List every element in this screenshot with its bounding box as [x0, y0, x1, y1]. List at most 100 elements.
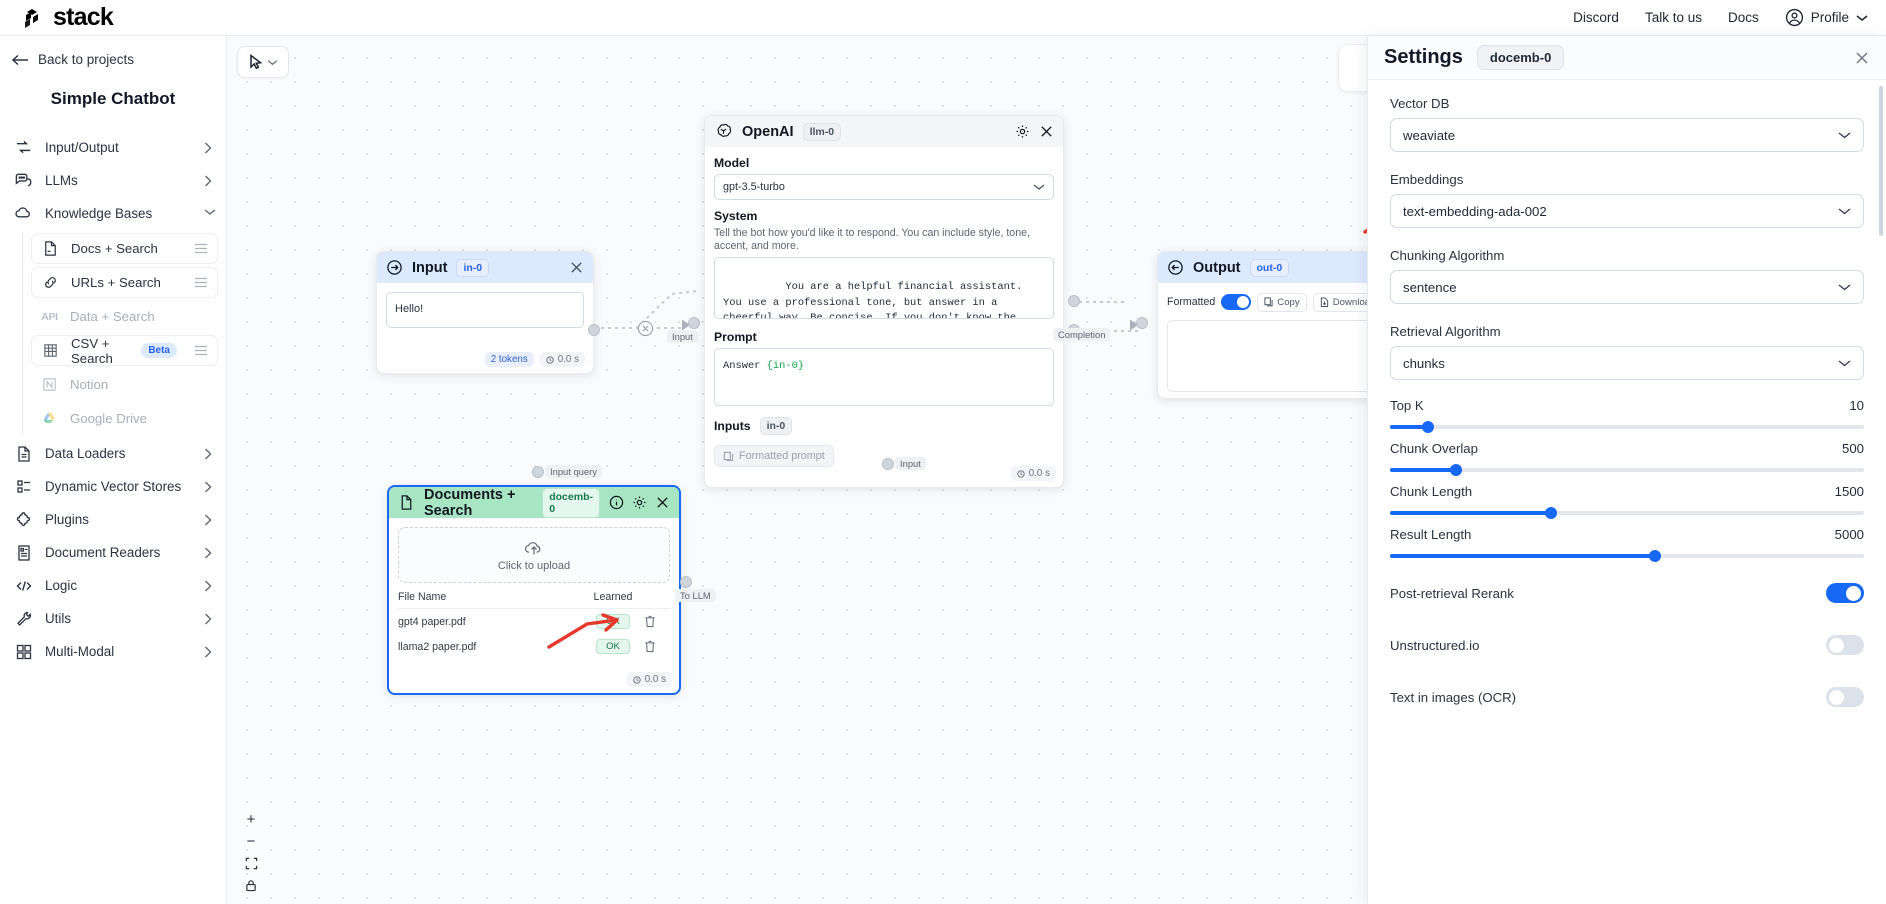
chevron-down-icon: [1838, 359, 1851, 368]
close-icon[interactable]: [1854, 50, 1870, 66]
toggle-switch[interactable]: [1826, 687, 1864, 707]
model-select[interactable]: gpt-3.5-turbo: [714, 174, 1054, 200]
drag-handle-icon[interactable]: [194, 345, 208, 356]
port-openai-in[interactable]: [688, 317, 700, 329]
node-documents-header[interactable]: Documents + Search docemb-0: [389, 487, 679, 519]
sidebar-item-label: Document Readers: [45, 545, 161, 560]
slider-result-length: Result Length 5000: [1390, 527, 1864, 562]
sidebar-subitem-label: Notion: [70, 377, 109, 392]
node-input[interactable]: Input in-0 Hello! 2 tokens 0.0 s: [376, 251, 594, 374]
port-documents-to-llm[interactable]: [680, 576, 692, 588]
fit-view-button[interactable]: [239, 852, 263, 874]
sidebar-item-knowledge-bases[interactable]: Knowledge Bases: [0, 197, 226, 230]
port-openai-out-top[interactable]: [1068, 295, 1080, 307]
chunking-select[interactable]: sentence: [1390, 270, 1864, 304]
node-tag: out-0: [1249, 258, 1290, 277]
sidebar-item-document-readers[interactable]: Document Readers: [0, 536, 226, 569]
edge-delete-icon[interactable]: [637, 320, 654, 337]
table-header: File Name Learned: [398, 591, 670, 609]
node-openai[interactable]: OpenAI llm-0 Model g: [704, 115, 1064, 488]
chevron-down-icon: [1838, 131, 1851, 140]
sidebar-item-label: Data Loaders: [45, 446, 126, 461]
port-output-in[interactable]: [1136, 317, 1148, 329]
lock-button[interactable]: [239, 874, 263, 896]
zoom-in-button[interactable]: +: [246, 810, 256, 828]
sidebar-item-llms[interactable]: LLMs: [0, 164, 226, 197]
port-input-out[interactable]: [588, 324, 600, 336]
sidebar-item-csv-search[interactable]: CSV + Search Beta: [31, 335, 218, 366]
slider-track[interactable]: [1390, 464, 1864, 476]
back-to-projects-button[interactable]: Back to projects: [0, 36, 226, 67]
delete-icon[interactable]: [644, 615, 670, 628]
copy-button[interactable]: Copy: [1257, 292, 1307, 312]
input-text-field[interactable]: Hello!: [386, 292, 584, 328]
prompt-label: Prompt: [714, 330, 757, 345]
port-openai-input-bottom[interactable]: [882, 458, 894, 470]
brand-name: stack: [53, 3, 114, 31]
node-documents-search[interactable]: Documents + Search docemb-0: [387, 485, 681, 695]
delete-icon[interactable]: [644, 640, 670, 653]
vector-db-select[interactable]: weaviate: [1390, 118, 1864, 152]
toggle-label: Unstructured.io: [1390, 637, 1480, 653]
cursor-tool-button[interactable]: [237, 46, 289, 78]
sidebar-item-plugins[interactable]: Plugins: [0, 503, 226, 536]
run-time-badge: 0.0 s: [539, 352, 585, 367]
download-button[interactable]: Download: [1312, 292, 1383, 312]
sidebar-item-dynamic-vector-stores[interactable]: Dynamic Vector Stores: [0, 470, 226, 503]
table-row[interactable]: gpt4 paper.pdf OK: [398, 609, 670, 634]
slider-track[interactable]: [1390, 421, 1864, 433]
embeddings-select[interactable]: text-embedding-ada-002: [1390, 194, 1864, 228]
discord-link[interactable]: Discord: [1573, 10, 1619, 25]
profile-menu[interactable]: Profile: [1785, 8, 1868, 27]
toggle-text-in-images-ocr: Text in images (OCR): [1390, 678, 1864, 716]
brand[interactable]: stack: [0, 3, 114, 32]
cloud-icon: [14, 204, 33, 223]
port-documents-input-query[interactable]: [532, 466, 544, 478]
sidebar-item-data-loaders[interactable]: Data Loaders: [0, 437, 226, 470]
sidebar-item-docs-search[interactable]: Docs + Search: [31, 233, 218, 264]
column-learned: Learned: [593, 591, 633, 603]
embeddings-value: text-embedding-ada-002: [1403, 203, 1547, 219]
system-textarea[interactable]: You are a helpful financial assistant. Y…: [714, 257, 1054, 320]
sidebar-item-google-drive: Google Drive: [31, 403, 218, 434]
drag-handle-icon[interactable]: [194, 277, 208, 288]
node-openai-body: Model gpt-3.5-turbo System Tell the bot …: [705, 147, 1063, 487]
node-input-header[interactable]: Input in-0: [377, 252, 593, 283]
arrow-out-circle-icon: [1167, 259, 1184, 276]
settings-scrollbar[interactable]: [1879, 86, 1883, 236]
sidebar-item-urls-search[interactable]: URLs + Search: [31, 267, 218, 298]
sidebar-item-multi-modal[interactable]: Multi-Modal: [0, 635, 226, 668]
chevron-down-icon: [1856, 14, 1868, 22]
slider-track[interactable]: [1390, 550, 1864, 562]
prompt-textarea[interactable]: Answer {in-0}: [714, 348, 1054, 407]
chevron-right-icon: [204, 547, 212, 559]
info-icon[interactable]: [609, 495, 624, 510]
close-icon[interactable]: [1039, 124, 1054, 139]
table-row[interactable]: llama2 paper.pdf OK: [398, 634, 670, 659]
inputs-row: Inputs in-0: [714, 417, 1054, 436]
gear-icon[interactable]: [1015, 124, 1030, 139]
avatar-icon: [1785, 8, 1804, 27]
formatted-toggle[interactable]: [1221, 294, 1252, 310]
retrieval-select[interactable]: chunks: [1390, 346, 1864, 380]
sidebar-item-utils[interactable]: Utils: [0, 602, 226, 635]
toggle-switch[interactable]: [1826, 583, 1864, 603]
talk-to-us-link[interactable]: Talk to us: [1644, 10, 1702, 25]
sidebar-item-input-output[interactable]: Input/Output: [0, 131, 226, 164]
input-status-row: 2 tokens 0.0 s: [484, 352, 585, 367]
docs-link[interactable]: Docs: [1727, 10, 1759, 25]
drag-handle-icon[interactable]: [194, 243, 208, 254]
chevron-right-icon: [204, 646, 212, 658]
node-openai-header[interactable]: OpenAI llm-0: [705, 116, 1063, 147]
formatted-prompt-button[interactable]: Formatted prompt: [714, 445, 834, 468]
slider-track[interactable]: [1390, 507, 1864, 519]
gear-icon[interactable]: [632, 495, 647, 510]
table-icon: [41, 341, 60, 360]
sidebar-item-logic[interactable]: Logic: [0, 569, 226, 602]
close-icon[interactable]: [655, 495, 670, 510]
zoom-out-button[interactable]: −: [246, 832, 256, 850]
close-icon[interactable]: [569, 260, 584, 275]
upload-dropzone[interactable]: Click to upload: [398, 527, 670, 583]
toggle-switch[interactable]: [1826, 635, 1864, 655]
